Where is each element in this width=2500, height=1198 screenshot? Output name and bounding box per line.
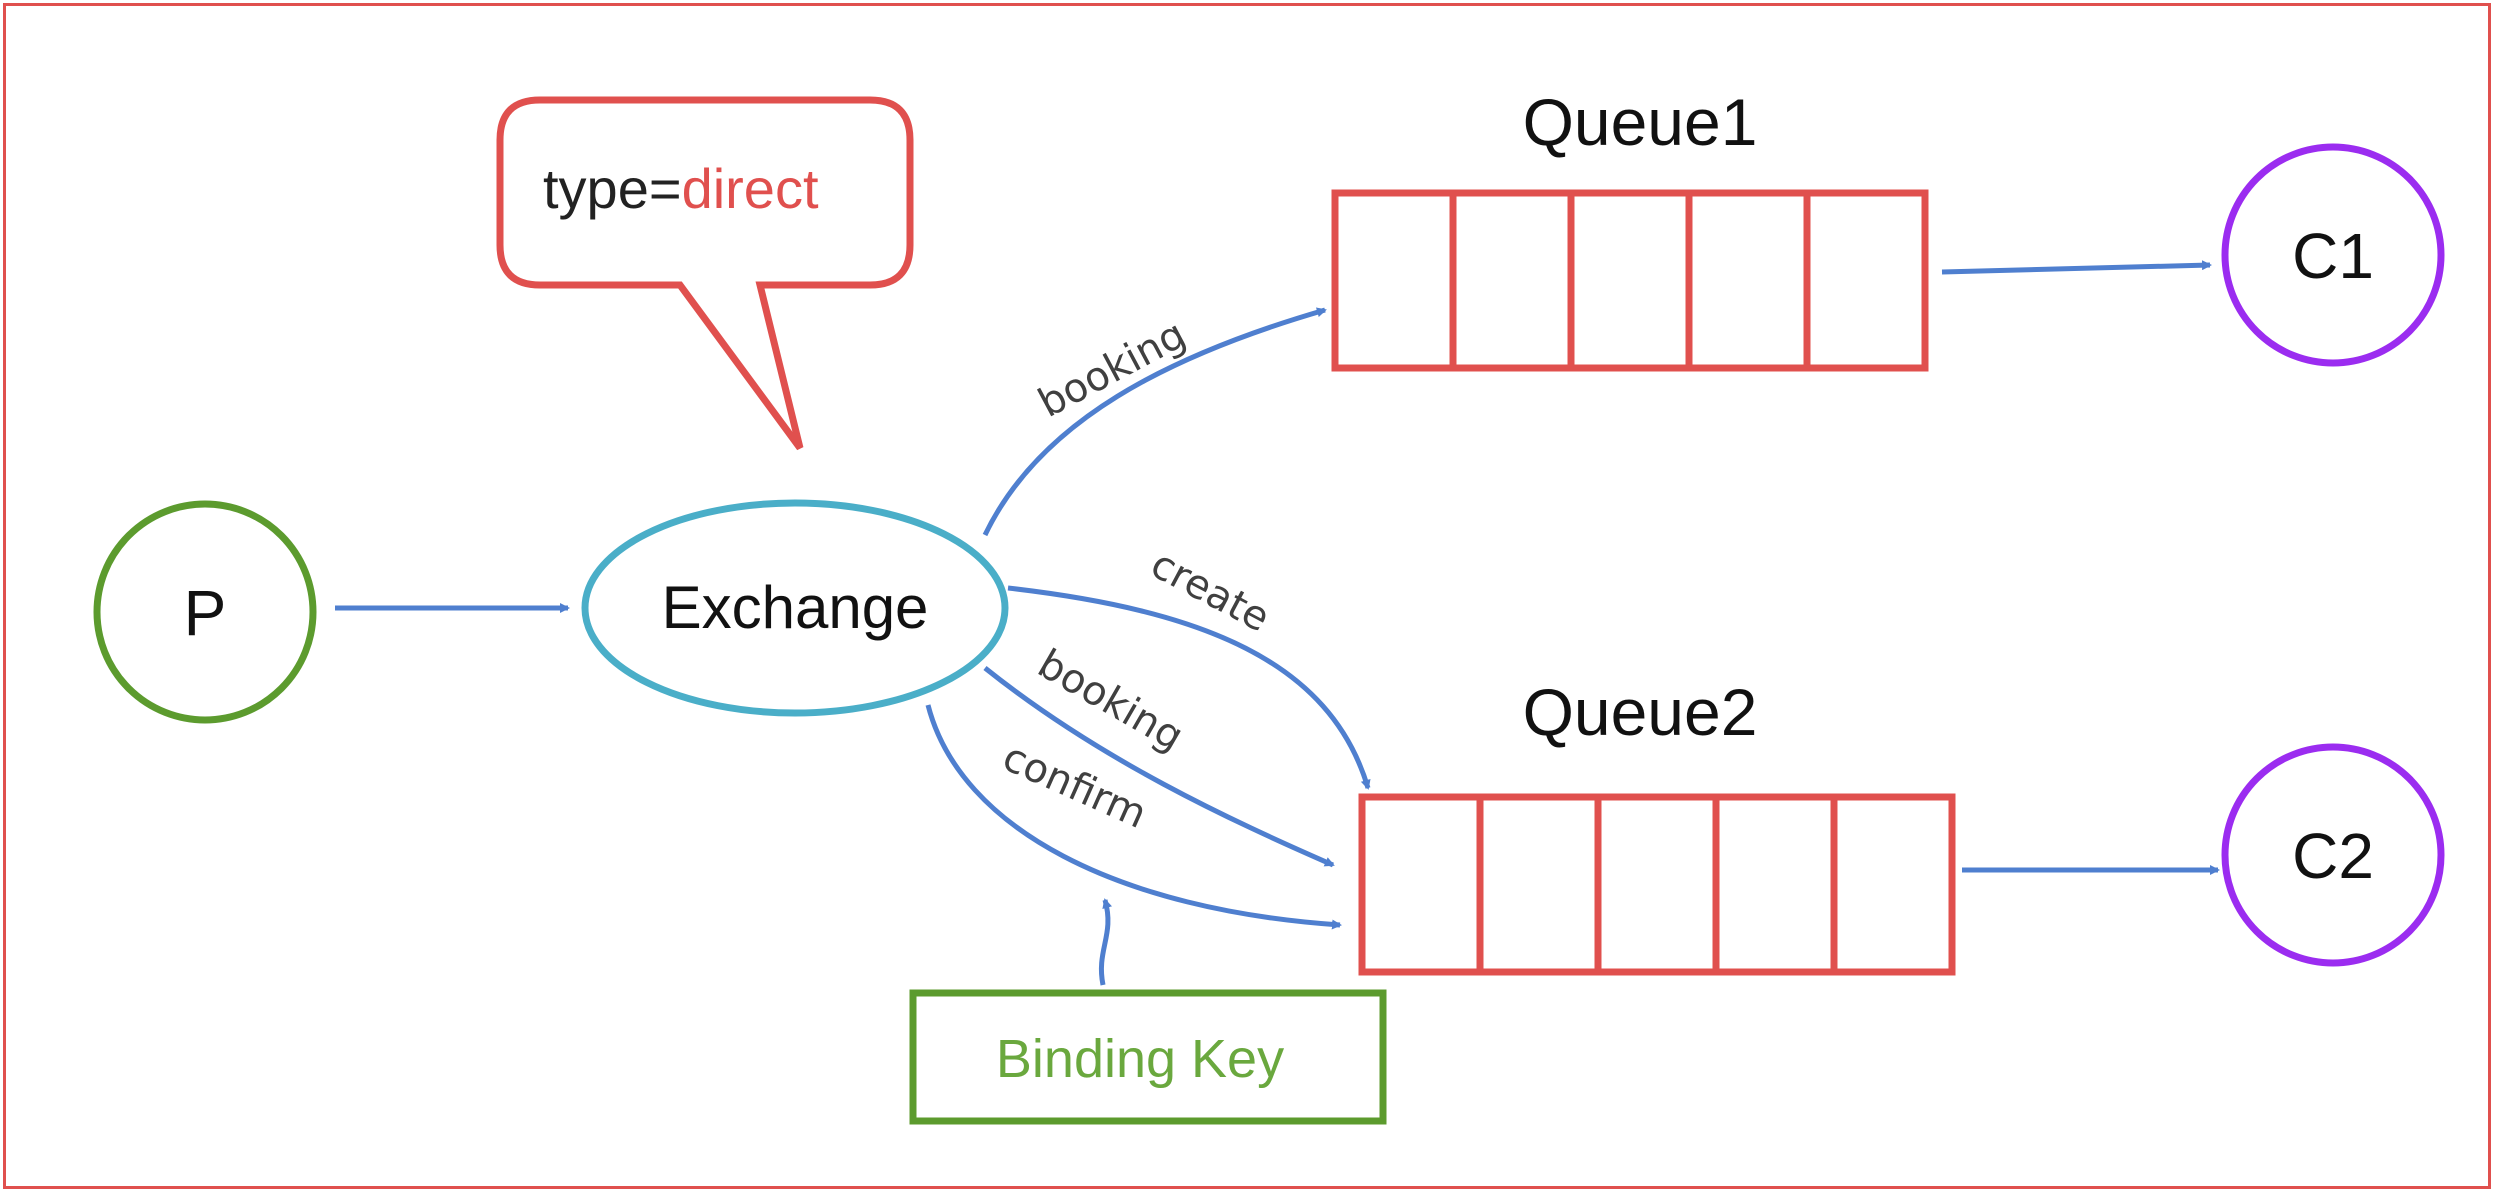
exchange-ellipse (581, 499, 1009, 717)
exchange-node: Exchange (581, 499, 1009, 717)
callout-type-value: direct (682, 157, 819, 220)
binding-key-label: Binding Key (996, 1029, 1284, 1089)
consumer2-label: C2 (2292, 820, 2374, 892)
producer-circle (93, 500, 317, 724)
binding-label-create: create (1143, 541, 1277, 641)
queue1-to-consumer1-arrow (1941, 260, 2212, 275)
producer-label: P (184, 577, 227, 649)
exchange-label: Exchange (662, 574, 929, 641)
binding-arrow-booking-queue1 (982, 307, 1327, 537)
callout-type-prefix: type= (543, 157, 682, 220)
queue2: Queue2 (1358, 675, 1956, 976)
binding-key-pointer-arrow (1098, 898, 1113, 986)
consumer2-node: C2 (2221, 743, 2445, 967)
consumer2-circle (2221, 743, 2445, 967)
callout-bubble (496, 96, 914, 451)
outer-frame (3, 3, 2491, 1189)
consumer1-circle (2221, 143, 2445, 367)
queue1: Queue1 (1331, 85, 1929, 372)
binding-key-box (909, 989, 1387, 1125)
queue1-box (1331, 189, 1929, 372)
binding-label-booking-queue2: booking (1030, 641, 1191, 761)
binding-label-confirm: confirm (996, 734, 1153, 838)
binding-arrow-create-queue2 (1007, 585, 1371, 790)
queue2-box (1358, 793, 1956, 976)
callout-text: type=direct (543, 157, 819, 220)
queue2-title: Queue2 (1523, 675, 1758, 749)
binding-key: Binding Key (909, 898, 1387, 1125)
producer-node: P (93, 500, 317, 724)
queue1-title: Queue1 (1523, 85, 1758, 159)
consumer1-node: C1 (2221, 143, 2445, 367)
consumer1-label: C1 (2292, 220, 2374, 292)
exchange-type-callout: type=direct (496, 96, 914, 451)
binding-arrow-booking-queue2 (983, 666, 1335, 868)
binding-arrow-confirm-queue2 (925, 704, 1342, 930)
